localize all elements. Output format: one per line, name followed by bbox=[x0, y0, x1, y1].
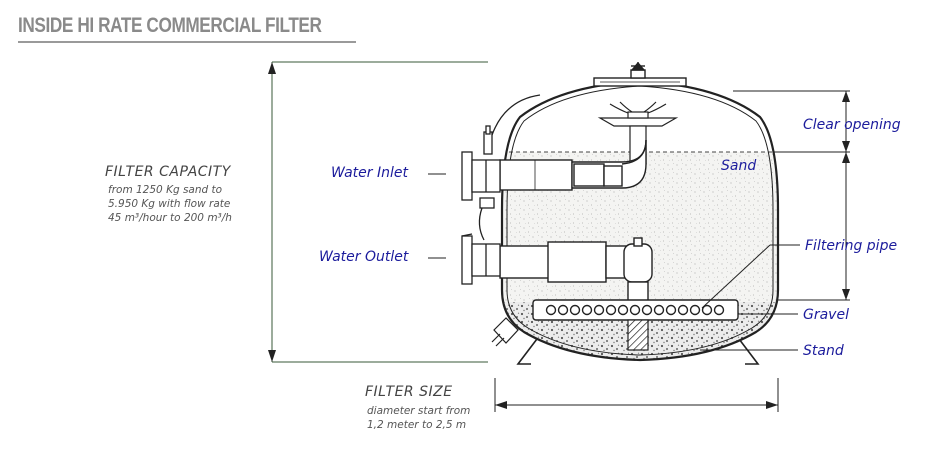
valve-assembly bbox=[461, 94, 541, 285]
stand-legs bbox=[516, 334, 760, 365]
label-sand: Sand bbox=[721, 158, 757, 174]
label-water-inlet: Water Inlet bbox=[331, 165, 408, 181]
filter-size-line2: 1,2 meter to 2,5 m bbox=[367, 419, 467, 431]
leader-lines bbox=[428, 173, 800, 351]
filter-size-line1: diameter start from bbox=[367, 405, 471, 417]
label-stand: Stand bbox=[803, 343, 844, 359]
page-title: INSIDE HI RATE COMMERCIAL FILTER bbox=[18, 14, 322, 37]
drain-pipe bbox=[491, 317, 519, 347]
label-filtering-pipe: Filtering pipe bbox=[805, 238, 898, 254]
label-clear-opening: Clear opening bbox=[803, 117, 901, 133]
inlet-pipe bbox=[499, 139, 647, 191]
label-water-outlet: Water Outlet bbox=[319, 249, 409, 265]
filter-capacity-line3: 45 m³/hour to 200 m³/h bbox=[108, 212, 232, 224]
filter-capacity-line2: 5.950 Kg with flow rate bbox=[108, 198, 231, 210]
filtering-pipe bbox=[532, 299, 739, 321]
filter-size-heading: FILTER SIZE bbox=[365, 384, 453, 400]
title-underline bbox=[18, 41, 356, 43]
height-dimension bbox=[268, 61, 488, 363]
filter-capacity-heading: FILTER CAPACITY bbox=[105, 164, 231, 180]
filter-capacity-line1: from 1250 Kg sand to bbox=[108, 184, 223, 196]
width-dimension bbox=[494, 378, 779, 412]
collector-support bbox=[627, 319, 649, 351]
top-diffuser bbox=[597, 101, 679, 165]
label-gravel: Gravel bbox=[803, 307, 849, 323]
top-manhole bbox=[593, 61, 687, 87]
